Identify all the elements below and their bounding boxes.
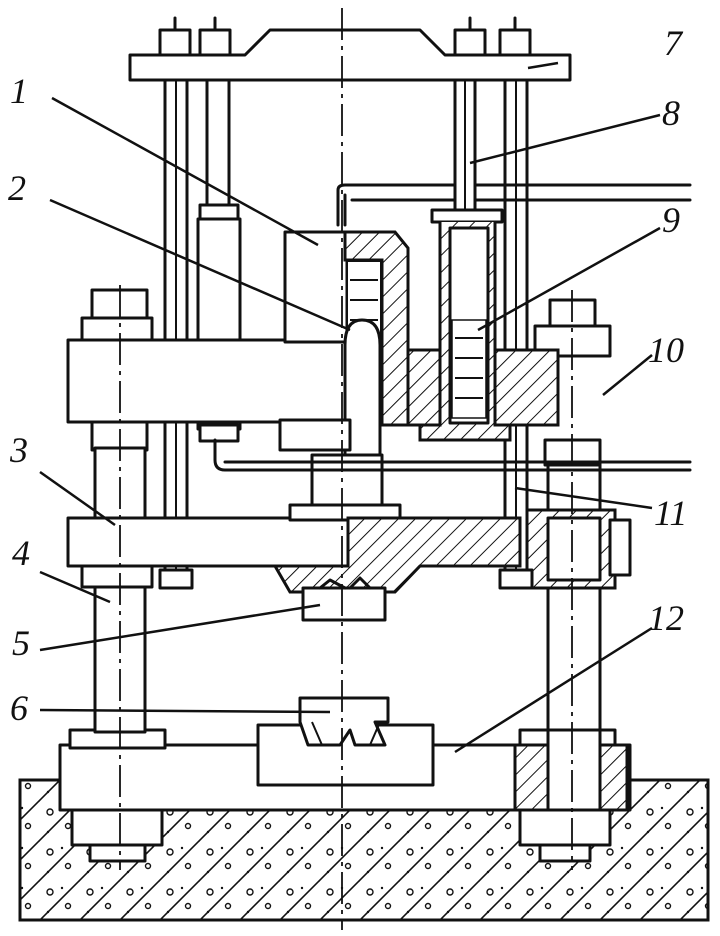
left-guide-cylinder (196, 78, 242, 443)
label-12: 12 (648, 598, 684, 638)
label-5: 5 (12, 623, 30, 663)
label-8: 8 (662, 93, 680, 133)
lower-die (298, 696, 390, 747)
pipes (213, 183, 692, 472)
slide-beam (66, 503, 522, 594)
label-9: 9 (662, 200, 680, 240)
right-column (518, 298, 632, 812)
bottom-nuts (70, 808, 612, 863)
label-4: 4 (12, 533, 30, 573)
label-10: 10 (648, 330, 684, 370)
label-6: 6 (10, 688, 28, 728)
upper-die (301, 576, 387, 622)
tie-rods (158, 78, 534, 590)
top-plate (128, 16, 572, 82)
label-1: 1 (10, 71, 28, 111)
label-11: 11 (654, 493, 687, 533)
label-7: 7 (664, 23, 684, 63)
leader-lines (39, 61, 661, 754)
label-3: 3 (9, 430, 28, 470)
label-2: 2 (8, 168, 26, 208)
centerlines (119, 8, 573, 930)
accumulator (418, 78, 512, 442)
callout-labels: 1 2 3 4 5 6 7 8 9 10 11 12 (8, 23, 687, 728)
